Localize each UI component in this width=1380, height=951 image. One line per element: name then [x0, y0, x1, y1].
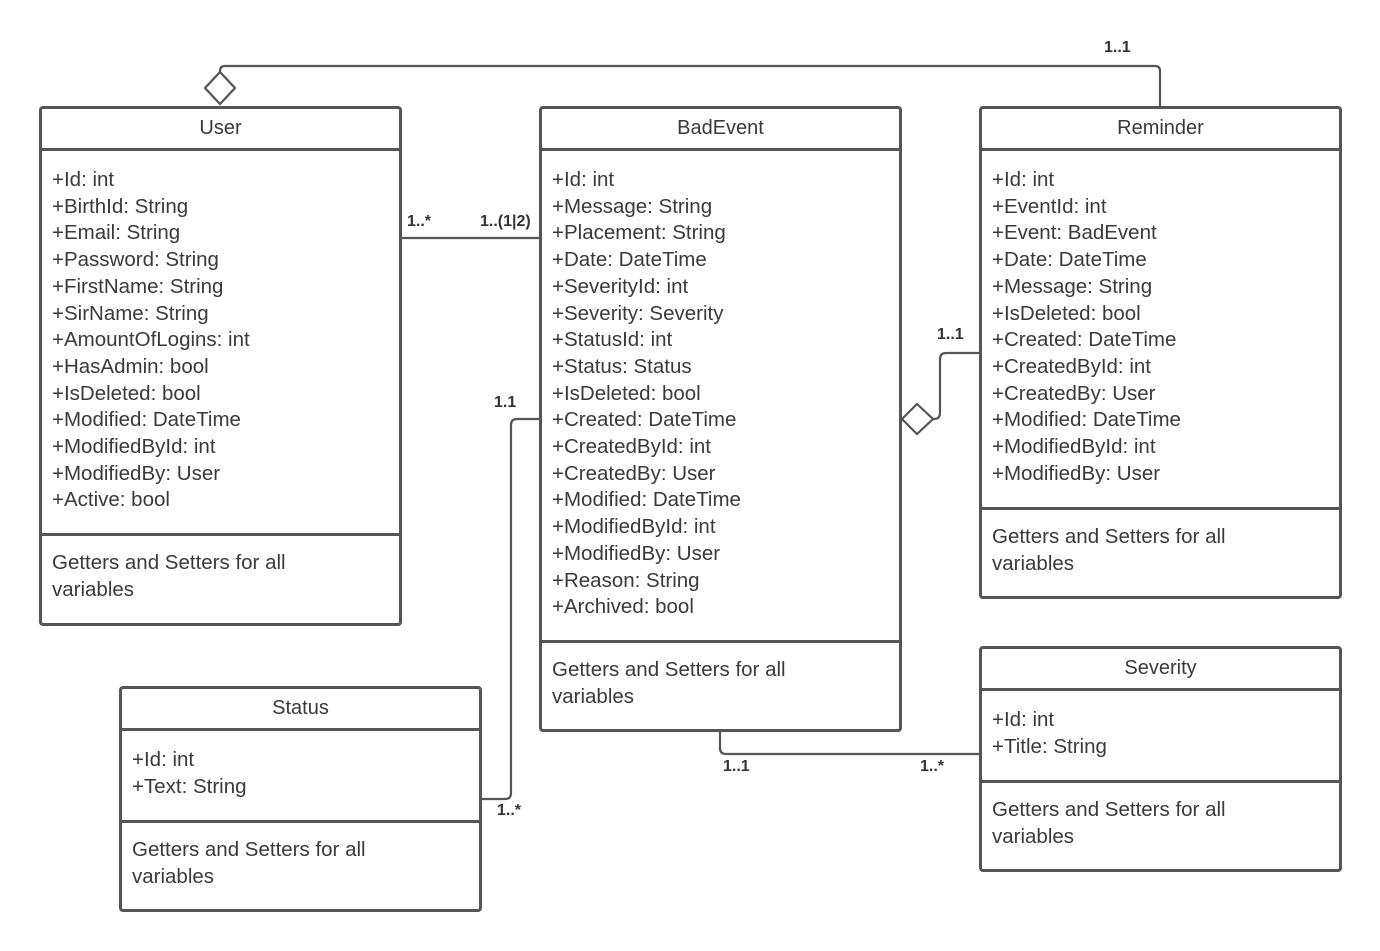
- class-reminder-name: Reminder: [982, 109, 1339, 151]
- multiplicity-label: 1..(1|2): [480, 213, 531, 230]
- attribute: +Modified: DateTime: [52, 408, 241, 432]
- connector-user-reminder: [218, 64, 1162, 107]
- attribute: +Date: DateTime: [552, 248, 707, 272]
- class-user-attributes: +Id: int +BirthId: String +Email: String…: [42, 151, 399, 536]
- class-status-name: Status: [122, 689, 479, 731]
- connector-status-badevent: [482, 417, 540, 801]
- connector-badevent-reminder: [933, 351, 980, 421]
- attribute: +Active: bool: [52, 488, 170, 512]
- attribute: +HasAdmin: bool: [52, 354, 209, 378]
- attribute: +Id: int: [52, 168, 115, 191]
- class-severity-name: Severity: [982, 649, 1339, 691]
- attribute: +CreatedById: int: [992, 354, 1151, 378]
- attribute: +SirName: String: [52, 301, 209, 325]
- class-severity[interactable]: Severity +Id: int +Title: String Getters…: [979, 646, 1342, 872]
- attribute: +Created: DateTime: [552, 408, 737, 432]
- attribute: +Id: int: [992, 708, 1055, 731]
- class-reminder-methods: Getters and Setters for all variables: [992, 525, 1226, 575]
- attribute: +CreatedBy: User: [992, 381, 1156, 405]
- attribute: +Message: String: [552, 194, 713, 218]
- attribute: +ModifiedById: int: [52, 435, 216, 459]
- multiplicity-label: 1..1: [937, 326, 964, 343]
- attribute: +CreatedById: int: [552, 435, 711, 459]
- class-badevent-methods: Getters and Setters for all variables: [552, 658, 786, 708]
- attribute: +Email: String: [52, 221, 181, 245]
- attribute: +Reason: String: [552, 568, 700, 592]
- attribute: +Date: DateTime: [992, 248, 1147, 272]
- attribute: +IsDeleted: bool: [52, 381, 201, 405]
- multiplicity-label: 1..*: [407, 213, 432, 230]
- attribute: +ModifiedBy: User: [552, 541, 721, 565]
- attribute: +Event: BadEvent: [992, 221, 1157, 245]
- attribute: +BirthId: String: [52, 194, 189, 218]
- class-user[interactable]: User +Id: int +BirthId: String +Email: S…: [39, 106, 402, 626]
- attribute: +Created: DateTime: [992, 328, 1177, 352]
- attribute: +ModifiedById: int: [992, 435, 1156, 459]
- class-user-methods: Getters and Setters for all variables: [52, 551, 286, 601]
- class-badevent[interactable]: BadEvent +Id: int +Message: String +Plac…: [539, 106, 902, 732]
- class-status[interactable]: Status +Id: int +Text: String Getters an…: [119, 686, 482, 912]
- multiplicity-label: 1.1: [494, 394, 517, 411]
- attribute: +IsDeleted: bool: [992, 301, 1141, 325]
- class-severity-methods: Getters and Setters for all variables: [992, 798, 1226, 848]
- multiplicity-label: 1..*: [497, 802, 522, 819]
- attribute: +Password: String: [52, 248, 219, 272]
- attribute: +IsDeleted: bool: [552, 381, 701, 405]
- attribute: +Id: int: [992, 168, 1055, 191]
- attribute: +Modified: DateTime: [552, 488, 741, 512]
- class-user-name: User: [42, 109, 399, 151]
- class-status-methods: Getters and Setters for all variables: [132, 838, 366, 888]
- attribute: +Status: Status: [552, 354, 692, 378]
- attribute: +Modified: DateTime: [992, 408, 1181, 432]
- attribute: +Title: String: [992, 734, 1107, 758]
- multiplicity-label: 1..1: [1104, 39, 1131, 56]
- aggregation-diamond-user: [203, 70, 237, 106]
- multiplicity-label: 1..*: [920, 758, 945, 775]
- attribute: +AmountOfLogins: int: [52, 328, 250, 352]
- attribute: +Message: String: [992, 274, 1153, 298]
- attribute: +EventId: int: [992, 194, 1107, 218]
- aggregation-diamond-badevent: [900, 402, 935, 436]
- attribute: +ModifiedBy: User: [992, 461, 1161, 485]
- attribute: +Text: String: [132, 774, 247, 798]
- class-reminder[interactable]: Reminder +Id: int +EventId: int +Event: …: [979, 106, 1342, 599]
- attribute: +SeverityId: int: [552, 274, 689, 298]
- attribute: +Severity: Severity: [552, 301, 724, 325]
- attribute: +CreatedBy: User: [552, 461, 716, 485]
- class-badevent-attributes: +Id: int +Message: String +Placement: St…: [542, 151, 899, 643]
- attribute: +FirstName: String: [52, 274, 224, 298]
- class-badevent-name: BadEvent: [542, 109, 899, 151]
- attribute: +Id: int: [552, 168, 615, 191]
- class-reminder-attributes: +Id: int +EventId: int +Event: BadEvent …: [982, 151, 1339, 510]
- multiplicity-label: 1..1: [723, 758, 750, 775]
- class-status-attributes: +Id: int +Text: String: [122, 731, 479, 823]
- attribute: +Archived: bool: [552, 595, 694, 619]
- attribute: +StatusId: int: [552, 328, 673, 352]
- attribute: +Placement: String: [552, 221, 726, 245]
- attribute: +ModifiedById: int: [552, 515, 716, 539]
- attribute: +ModifiedBy: User: [52, 461, 221, 485]
- connector-badevent-severity: [718, 731, 980, 756]
- class-severity-attributes: +Id: int +Title: String: [982, 691, 1339, 783]
- attribute: +Id: int: [132, 748, 195, 771]
